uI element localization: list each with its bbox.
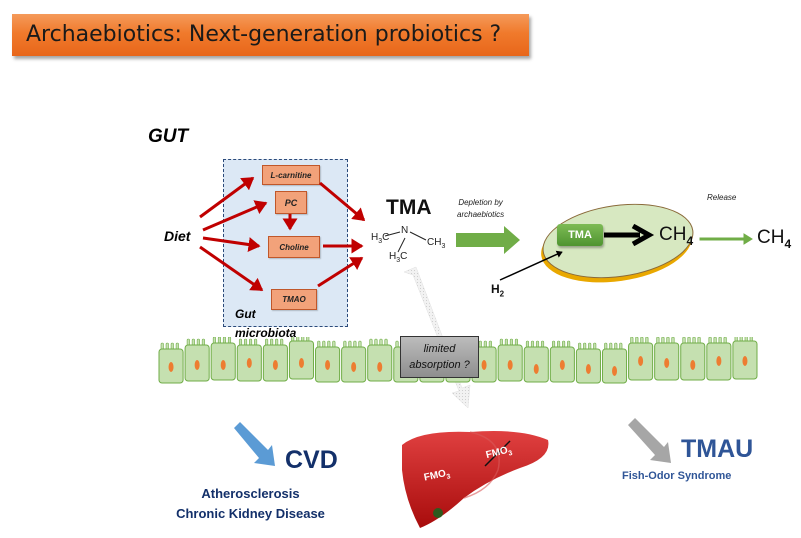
title-bar: Archaebiotics: Next-generation probiotic… <box>12 14 529 56</box>
tmau-label: TMAU <box>681 435 754 463</box>
epithelial-cell <box>315 340 341 383</box>
epithelial-cell <box>706 336 732 381</box>
cell-nucleus <box>220 360 226 370</box>
diet-label: Diet <box>164 228 191 244</box>
limited-line1: limited <box>423 343 456 355</box>
metabolite-pc: PC <box>275 191 307 214</box>
release-label: Release <box>707 193 737 202</box>
metabolite-choline: Choline <box>268 236 320 258</box>
tma-pill: TMA <box>557 224 603 246</box>
fmo3-strike <box>484 440 511 467</box>
depletion-line2: archaebiotics <box>457 210 505 219</box>
epithelial-cell <box>288 334 315 380</box>
epithelial-cell <box>184 338 210 382</box>
arrow-diet-to-l-carnitine <box>199 176 255 219</box>
cell-nucleus <box>742 356 748 366</box>
arrow-diet-to-choline <box>202 236 261 252</box>
epithelial-cell <box>549 340 575 383</box>
tma-formula-n: N <box>401 225 409 236</box>
cell-nucleus <box>507 360 513 370</box>
depletion-line1: Depletion by <box>458 198 503 207</box>
gut-label: GUT <box>148 126 189 147</box>
epithelial-cell <box>601 342 628 384</box>
liver-icon <box>402 431 549 528</box>
cvd-sub2: Chronic Kidney Disease <box>176 506 325 521</box>
cell-nucleus <box>716 356 722 366</box>
slide-title: Archaebiotics: Next-generation probiotic… <box>26 22 502 47</box>
arrow-tmau <box>628 418 671 463</box>
arrow-diet-to-pc <box>202 200 268 232</box>
epithelial-cell <box>628 336 654 381</box>
depletion-label: Depletion by archaebiotics <box>457 197 504 221</box>
tmau-description: Fish-Odor Syndrome <box>622 470 732 482</box>
tma-formula-h3c-bottom: H3C <box>389 251 408 264</box>
ch4-produced: CH4 <box>659 224 694 248</box>
arrow-diet-to-tmao <box>199 245 264 292</box>
cell-nucleus <box>168 362 174 372</box>
tma-label: TMA <box>386 196 432 219</box>
gut-microbiota-label: Gut <box>235 307 256 321</box>
cell-nucleus <box>585 364 591 374</box>
tma-formula-h3c-left: H3C <box>371 232 390 245</box>
epithelial-cell <box>680 336 706 381</box>
cell-nucleus <box>481 360 487 370</box>
epithelial-cell <box>367 338 393 382</box>
cell-nucleus <box>325 360 331 370</box>
epithelial-cell <box>210 336 236 381</box>
h2-label: H2 <box>491 282 505 299</box>
metabolite-tmao: TMAO <box>271 289 317 310</box>
cvd-label: CVD <box>285 446 338 474</box>
epithelial-cell <box>262 338 288 382</box>
arrow-l-carnitine-to-tma <box>319 181 366 222</box>
cell-nucleus <box>690 360 696 370</box>
tma-formula-ch3-right: CH3 <box>427 237 446 250</box>
arrow-release <box>699 233 753 245</box>
arrow-h2 <box>499 250 563 281</box>
cell-nucleus <box>377 362 383 372</box>
limited-line2: absorption ? <box>409 359 470 371</box>
cell-nucleus <box>272 360 278 370</box>
epithelial-cell <box>236 338 262 382</box>
cell-nucleus <box>638 356 644 366</box>
metabolite-l-carnitine: L-carnitine <box>262 165 320 185</box>
arrow-tmao-to-tma <box>317 256 364 288</box>
ch4-released: CH4 <box>757 227 792 251</box>
arrow-depletion <box>456 226 520 254</box>
epithelial-cell <box>523 340 549 383</box>
cvd-sub1: Atherosclerosis <box>201 486 300 501</box>
cell-nucleus <box>351 362 357 372</box>
cell-nucleus <box>664 358 670 368</box>
epithelial-cell <box>497 338 523 382</box>
cvd-description: Atherosclerosis Chronic Kidney Disease <box>148 484 353 524</box>
epithelial-cell <box>732 334 758 380</box>
cell-nucleus <box>559 360 565 370</box>
arrow-cvd <box>234 422 275 466</box>
limited-absorption-box: limited absorption ? <box>400 336 479 378</box>
epithelial-cell <box>575 342 601 384</box>
cell-nucleus <box>194 360 200 370</box>
epithelial-cell <box>158 342 184 384</box>
epithelial-cell <box>654 336 680 381</box>
cell-nucleus <box>612 366 618 376</box>
epithelial-cell <box>341 340 367 383</box>
gut-microbiota-label-2: microbiota <box>235 326 297 340</box>
cell-nucleus <box>298 358 304 368</box>
cell-nucleus <box>246 358 252 368</box>
cell-nucleus <box>533 364 539 374</box>
